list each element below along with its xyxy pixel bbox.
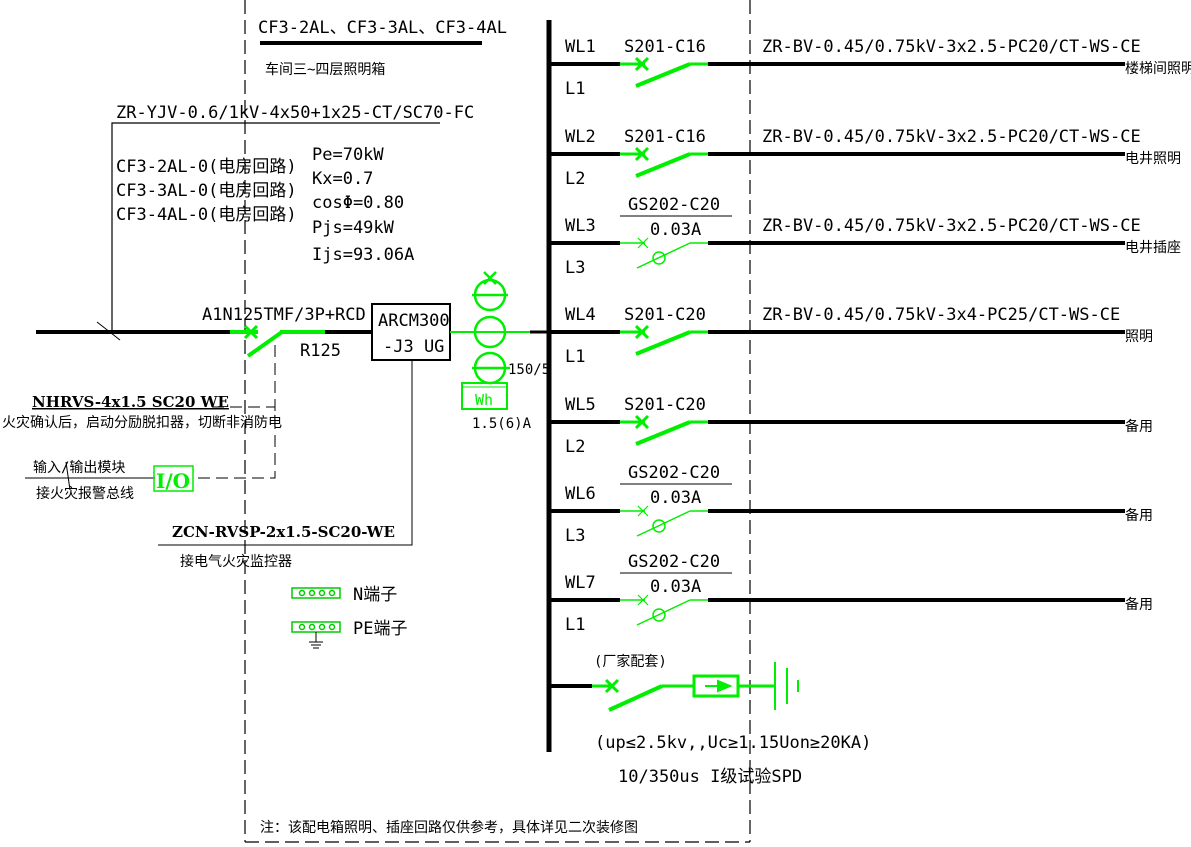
control-dashed-line (193, 345, 276, 479)
pe-terminal-label: PE端子 (353, 619, 407, 639)
load-name: 备用 (1125, 507, 1153, 524)
spd-supplier: (厂家配套) (594, 653, 667, 670)
panel-title: CF3-2AL、CF3-3AL、CF3-4AL (258, 18, 507, 38)
meter-rating: 1.5(6)A (472, 416, 532, 432)
mcb-breaker-icon (620, 324, 710, 356)
io-label: I/O (156, 469, 190, 493)
mcb-breaker-icon (620, 146, 710, 178)
source-label: CF3-3AL-0(电房回路) (116, 181, 297, 201)
rcd-sensitivity: 0.03A (650, 488, 701, 508)
cable-spec: ZR-BV-0.45/0.75kV-3x2.5-PC20/CT-WS-CE (762, 37, 1141, 57)
circuit-id: WL2 (565, 127, 596, 147)
circuit-id: WL5 (565, 395, 596, 415)
breaker-label: GS202-C20 (628, 195, 720, 215)
meter-label: Wh (475, 391, 493, 409)
param-ijs: Ijs=93.06A (312, 245, 414, 265)
breaker-label: GS202-C20 (628, 552, 720, 572)
cable-spec: ZR-BV-0.45/0.75kV-3x4-PC25/CT-WS-CE (762, 305, 1120, 325)
incoming-leader (111, 122, 440, 332)
monitor-line2: -J3 UG (383, 337, 444, 357)
main-breaker-label: A1N125TMF/3P+RCD (202, 305, 366, 325)
param-pe: Pe=70kW (312, 145, 384, 165)
spd-class: 10/350us I级试验SPD (618, 767, 802, 787)
monitor-leader (158, 360, 413, 546)
load-name: 备用 (1125, 418, 1153, 435)
pe-terminal-icon (291, 621, 341, 649)
main-breaker-rating: R125 (300, 341, 341, 361)
incoming-cable-label: ZR-YJV-0.6/1kV-4x50+1x25-CT/SC70-FC (116, 103, 474, 123)
circuit-id: WL6 (565, 484, 596, 504)
cable-spec: ZR-BV-0.45/0.75kV-3x2.5-PC20/CT-WS-CE (762, 216, 1141, 236)
spd-spec: (up≤2.5kv,,Uc≥1.15Uon≥20KA) (595, 733, 871, 753)
circuit-phase: L3 (565, 526, 585, 546)
breaker-label: S201-C20 (624, 395, 706, 415)
load-name: 楼梯间照明 (1125, 61, 1191, 77)
rcbo-breaker-icon (620, 505, 710, 537)
spd-branch (549, 662, 799, 712)
footnote: 注：该配电箱照明、插座回路仅供参考，具体详见二次装修图 (260, 819, 638, 836)
circuit-id: WL4 (565, 305, 596, 325)
param-cos: cosΦ=0.80 (312, 193, 404, 213)
rcd-sensitivity: 0.03A (650, 577, 701, 597)
circuit-phase: L2 (565, 437, 585, 457)
ct-ratio: 150/5 (508, 362, 550, 378)
rcd-sensitivity: 0.03A (650, 220, 701, 240)
circuit-phase: L1 (565, 347, 585, 367)
shunt-note: 火灾确认后，启动分励脱扣器，切断非消防电 (2, 414, 282, 431)
monitor-note: 接电气火灾监控器 (180, 553, 292, 570)
main-breaker-symbol (230, 324, 325, 358)
rcbo-breaker-icon (620, 237, 710, 269)
cable-spec: ZR-BV-0.45/0.75kV-3x2.5-PC20/CT-WS-CE (762, 127, 1141, 147)
breaker-label: S201-C16 (624, 127, 706, 147)
breaker-label: S201-C16 (624, 37, 706, 57)
io-module-box (153, 465, 194, 492)
slash (65, 461, 71, 491)
circuit-phase: L1 (565, 79, 585, 99)
param-pjs: Pjs=49kW (312, 218, 395, 238)
n-terminal-icon (291, 587, 341, 599)
mcb-breaker-icon (620, 414, 710, 446)
load-name: 备用 (1125, 596, 1153, 613)
load-name: 电井照明 (1125, 151, 1181, 167)
monitor-line1: ARCM300 (378, 311, 450, 331)
param-kx: Kx=0.7 (312, 169, 373, 189)
breaker-label: GS202-C20 (628, 463, 720, 483)
circuit-id: WL1 (565, 37, 596, 57)
circuit-phase: L1 (565, 615, 585, 635)
shunt-cable-label: NHRVS-4x1.5 SC20 WE (32, 393, 229, 411)
source-label: CF3-2AL-0(电房回路) (116, 157, 297, 177)
panel-subtitle: 车间三~四层照明箱 (265, 61, 385, 78)
io-top-label: 输入/输出模块 (33, 460, 125, 476)
current-transformer-icon (472, 271, 510, 385)
load-name: 照明 (1125, 329, 1153, 345)
source-label: CF3-4AL-0(电房回路) (116, 205, 297, 225)
n-terminal-label: N端子 (353, 585, 397, 605)
rcbo-breaker-icon (620, 594, 710, 626)
circuit-phase: L2 (565, 169, 585, 189)
monitor-cable-label: ZCN-RVSP-2x1.5-SC20-WE (172, 523, 395, 541)
io-bottom-label: 接火灾报警总线 (36, 485, 134, 502)
circuit-id: WL3 (565, 216, 596, 236)
energy-meter-icon (461, 382, 508, 410)
breaker-label: S201-C20 (624, 305, 706, 325)
ground-icon (774, 662, 799, 710)
load-name: 电井插座 (1125, 240, 1181, 256)
mcb-breaker-icon (620, 56, 710, 88)
circuit-phase: L3 (565, 258, 585, 278)
circuit-id: WL7 (565, 573, 596, 593)
